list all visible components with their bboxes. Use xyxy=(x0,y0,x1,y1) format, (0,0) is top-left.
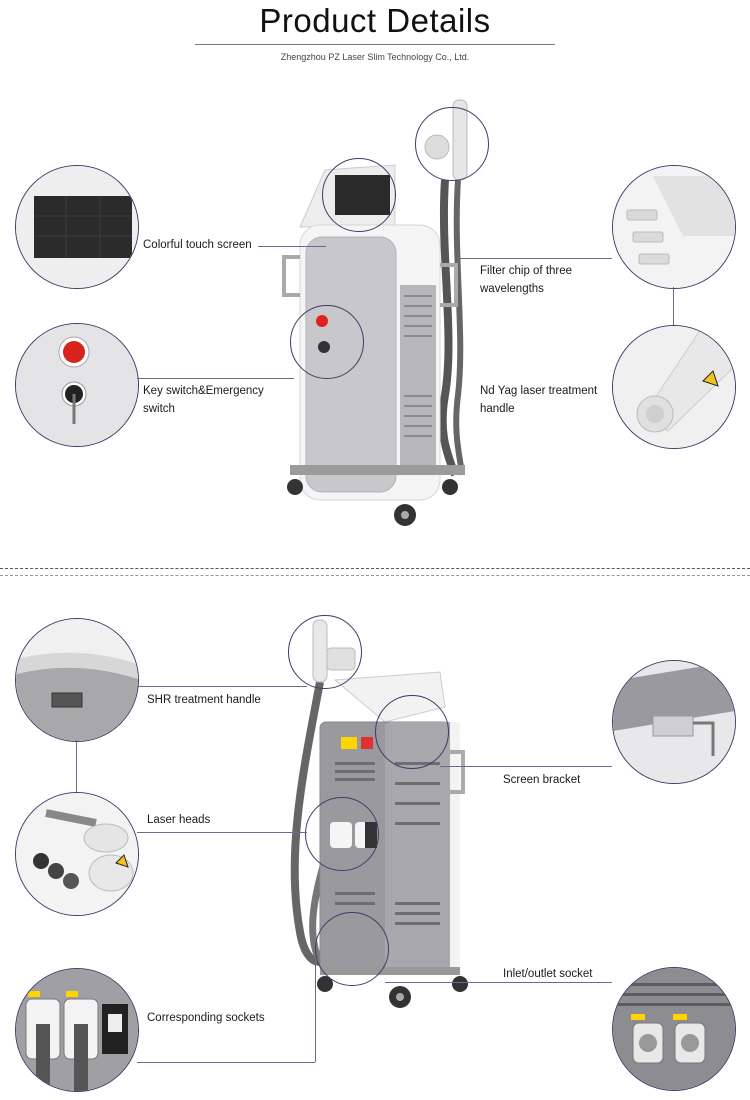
screen-bracket-detail xyxy=(612,660,736,784)
shr-handle-label: SHR treatment handle xyxy=(147,694,261,706)
nd-yag-handle-detail xyxy=(612,325,736,449)
inlet-outlet-label: Inlet/outlet socket xyxy=(503,968,593,980)
touch-screen-detail xyxy=(15,165,139,289)
key-switch-line xyxy=(137,378,294,379)
filter-chip-line-h xyxy=(455,258,612,259)
switch-highlight-ring xyxy=(290,305,364,379)
laser-heads-label: Laser heads xyxy=(147,814,211,826)
screen-highlight-ring xyxy=(322,158,396,232)
corresponding-sockets-detail xyxy=(15,968,139,1092)
corresponding-sockets-label: Corresponding sockets xyxy=(147,1012,265,1024)
filter-chip-detail xyxy=(612,165,736,289)
inlet-outlet-line xyxy=(385,982,612,983)
bracket-highlight-ring xyxy=(375,695,449,769)
filter-chip-label: Filter chip of three wavelengths xyxy=(480,265,573,295)
touch-screen-line xyxy=(258,246,326,247)
corresponding-sockets-line-h xyxy=(137,1062,315,1063)
machine-back-image xyxy=(275,612,475,1012)
touch-screen-label: Colorful touch screen xyxy=(143,239,252,251)
screen-bracket-label: Screen bracket xyxy=(503,774,581,786)
corresponding-sockets-line-v xyxy=(315,960,316,1062)
nd-yag-handle-label: Nd Yag laser treatment handle xyxy=(480,385,598,415)
inlet-outlet-socket-detail xyxy=(612,967,736,1091)
laser-heads-highlight-ring xyxy=(305,797,379,871)
shr-handle-detail xyxy=(15,618,139,742)
section-divider xyxy=(0,568,750,569)
page-title: Product Details xyxy=(259,2,491,39)
key-switch-detail xyxy=(15,323,139,447)
shr-handle-line-v xyxy=(76,740,77,792)
handle-highlight-ring xyxy=(415,107,489,181)
filter-chip-line-v xyxy=(673,287,674,325)
shr-handle-highlight-ring xyxy=(288,615,362,689)
laser-heads-detail xyxy=(15,792,139,916)
socket-highlight-ring xyxy=(315,912,389,986)
key-switch-label: Key switch&Emergency switch xyxy=(143,385,264,415)
screen-bracket-line xyxy=(440,766,612,767)
company-name: Zhengzhou PZ Laser Slim Technology Co., … xyxy=(280,52,470,62)
section-divider-2 xyxy=(0,575,750,576)
laser-heads-line xyxy=(137,832,307,833)
title-divider xyxy=(195,44,555,45)
shr-handle-line xyxy=(137,686,307,687)
